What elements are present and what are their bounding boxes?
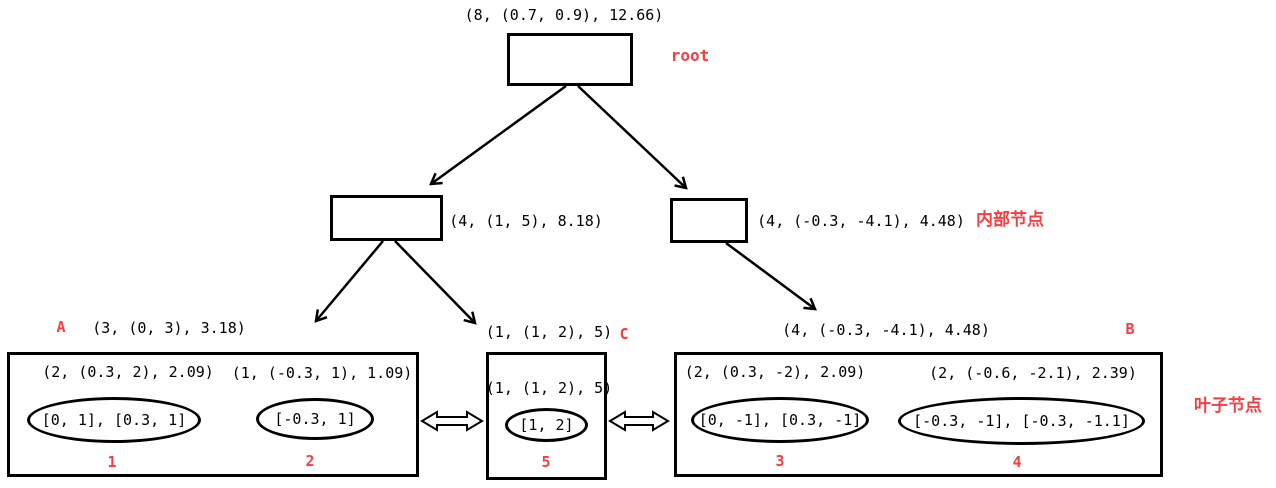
leaf-b-entry1-value: [0, -1], [0.3, -1] [698,411,862,429]
leaf-a-entry1-number: 1 [107,453,117,471]
leaf-c-entry1-ellipse: [1, 2] [505,408,588,442]
internal-left-box [330,195,443,241]
leaf-a-entry2-ellipse: [-0.3, 1] [256,398,374,440]
double-arrow-a-c-icon [420,410,484,432]
leaf-a-caption: (3, (0, 3), 3.18) [92,319,246,337]
leaf-b-entry1-ellipse: [0, -1], [0.3, -1] [691,397,869,443]
edge-internal-to-leaf-c [394,240,477,325]
leaf-a-tag: A [56,318,66,336]
internal-nodes-label: 内部节点 [976,210,1044,230]
root-tag: root [670,46,710,65]
internal-right-caption: (4, (-0.3, -4.1), 4.48) [757,212,965,230]
double-arrow-c-b-icon [608,410,670,432]
leaf-c-tag: C [619,325,629,343]
root-node-box [507,33,633,86]
leaf-nodes-label: 叶子节点 [1194,396,1262,416]
internal-right-box [670,198,748,243]
leaf-c-entry1-number: 5 [541,453,551,471]
leaf-b-entry2-number: 4 [1012,453,1022,471]
leaf-b-tag: B [1125,320,1135,338]
leaf-b-entry1-number: 3 [775,452,785,470]
leaf-a-entry1-value: [0, 1], [0.3, 1] [41,411,187,429]
leaf-a-entry1-ellipse: [0, 1], [0.3, 1] [27,397,201,443]
edge-root-to-right-internal [577,85,688,190]
leaf-c-entry1-value: [1, 2] [519,416,574,434]
leaf-c-caption: (1, (1, 2), 5) [485,323,613,341]
leaf-b-entry2-caption: (2, (-0.6, -2.1), 2.39) [929,364,1137,382]
edge-internal-to-leaf-a [314,240,384,323]
leaf-b-entry2-ellipse: [-0.3, -1], [-0.3, -1.1] [898,397,1145,445]
internal-left-caption: (4, (1, 5), 8.18) [449,212,603,230]
leaf-a-entry1-caption: (2, (0.3, 2), 2.09) [42,363,214,381]
edge-internal-to-leaf-b [725,241,817,311]
leaf-c-entry1-caption: (1, (1, 2), 5) [485,379,613,397]
leaf-a-entry2-caption: (1, (-0.3, 1), 1.09) [231,364,413,382]
leaf-b-entry2-value: [-0.3, -1], [-0.3, -1.1] [913,412,1130,430]
edge-root-to-left-internal [429,84,567,186]
leaf-a-entry2-value: [-0.3, 1] [274,410,356,428]
leaf-b-entry1-caption: (2, (0.3, -2), 2.09) [684,363,866,381]
root-caption: (8, (0.7, 0.9), 12.66) [464,6,664,24]
leaf-b-caption: (4, (-0.3, -4.1), 4.48) [782,321,990,339]
leaf-a-entry2-number: 2 [305,452,315,470]
